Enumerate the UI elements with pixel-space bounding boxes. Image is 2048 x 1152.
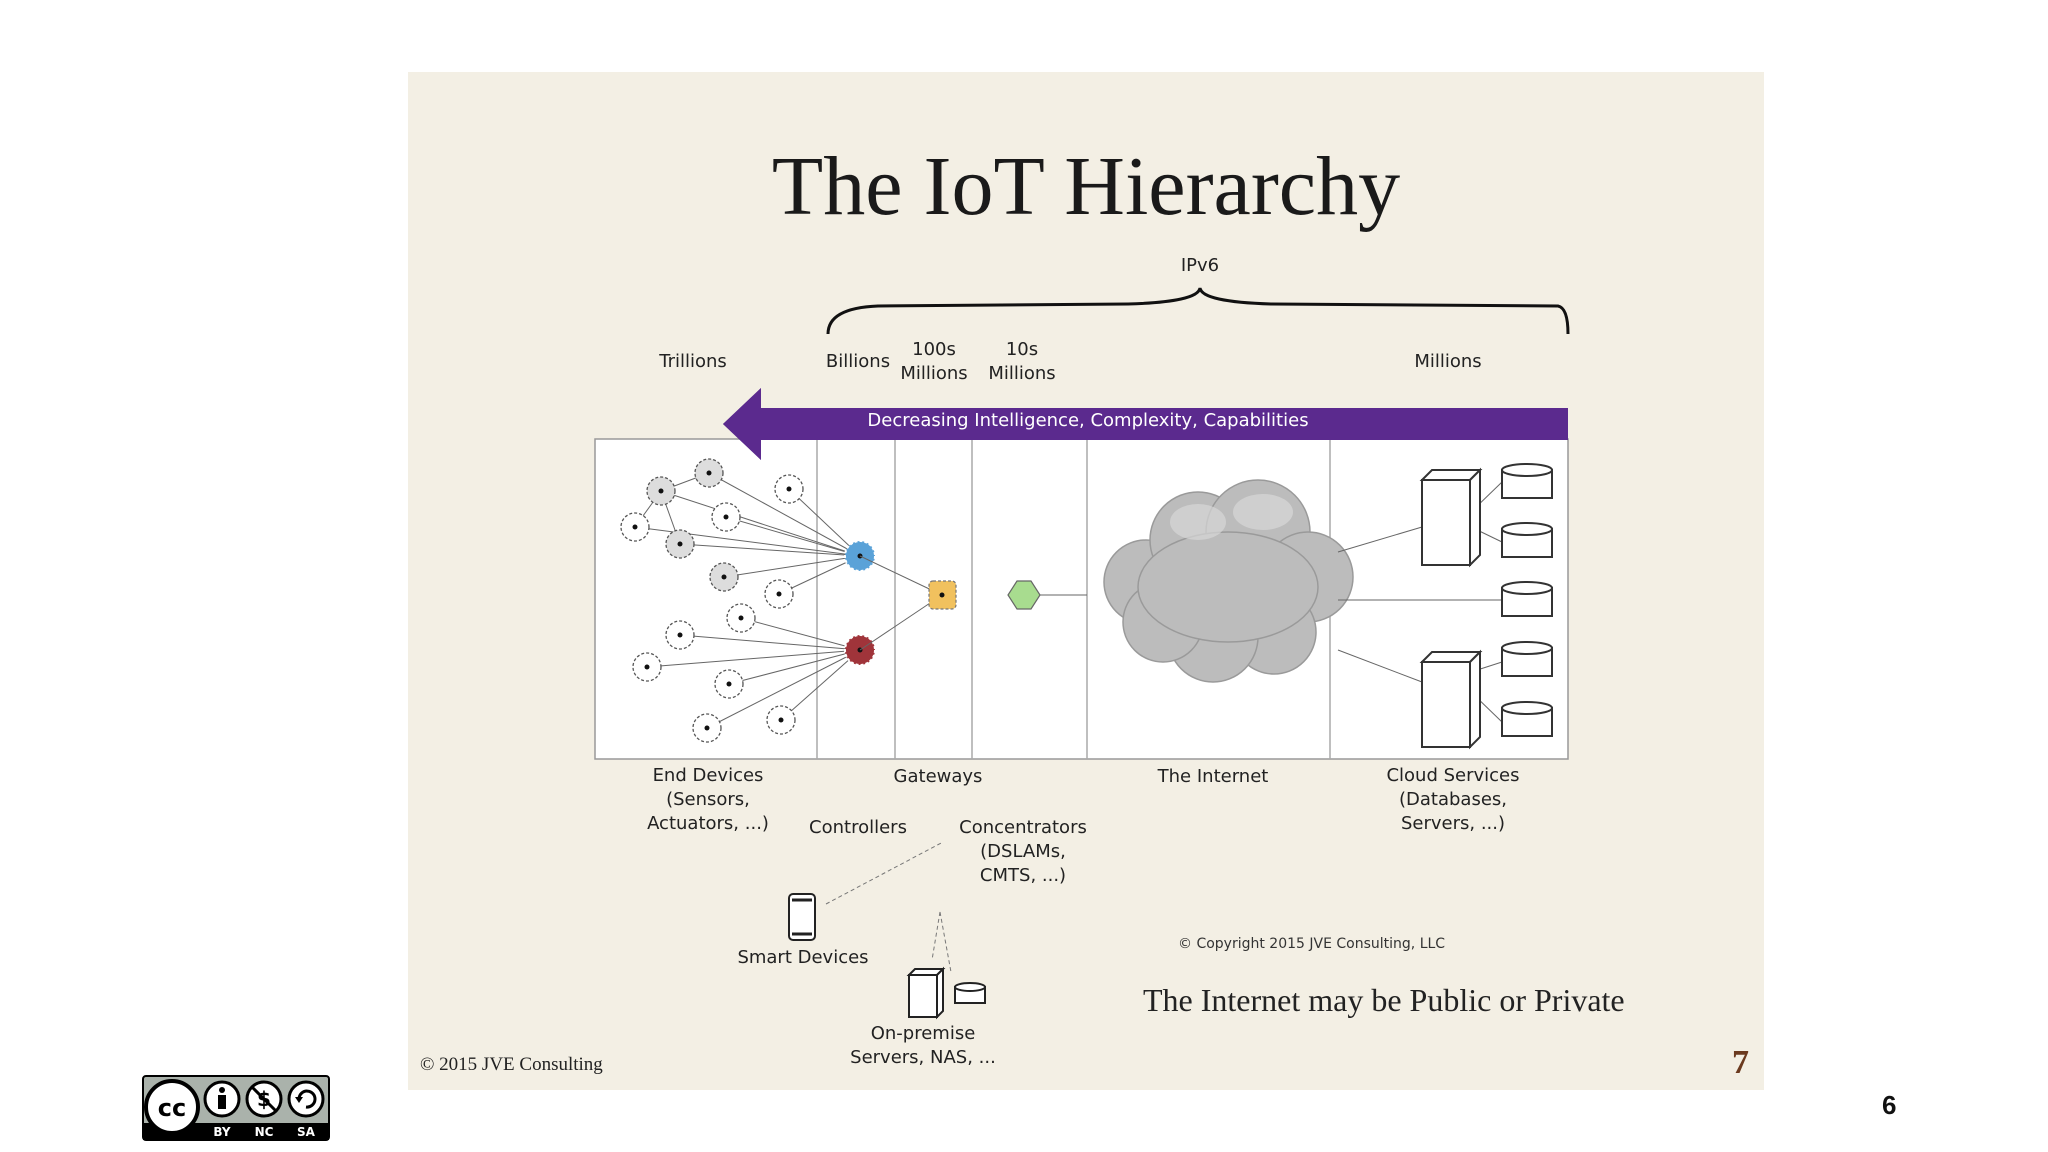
smart-device-icon	[788, 893, 816, 941]
ipv6-brace	[826, 287, 1570, 335]
svg-text:NC: NC	[255, 1125, 274, 1139]
cc-license-badge: cc $ BY NC SA	[142, 1075, 330, 1141]
scale-label-billions: Billions	[825, 351, 891, 372]
copyright-small: © Copyright 2015 JVE Consulting, LLC	[1178, 936, 1446, 952]
ipv6-label: IPv6	[1180, 255, 1220, 276]
scale-label-100s-millions: 100s Millions	[900, 339, 968, 384]
diagram-frame	[594, 438, 1569, 760]
cc-icon	[144, 1079, 200, 1135]
scale-label-millions: Millions	[1414, 351, 1482, 372]
concentrator-node	[1007, 580, 1041, 610]
label-cloud-services: Cloud Services (Databases, Servers, ...)	[1386, 765, 1520, 834]
svg-text:cc: cc	[158, 1094, 186, 1122]
svg-text:BY: BY	[213, 1125, 230, 1139]
svg-text:SA: SA	[297, 1125, 316, 1139]
public-private-note: The Internet may be Public or Private	[1143, 982, 1625, 1018]
label-concentrators: Concentrators (DSLAMs, CMTS, ...)	[959, 817, 1087, 886]
slide-title: The IoT Hierarchy	[771, 140, 1401, 233]
share-alike-icon	[287, 1080, 325, 1118]
copyright-left: © 2015 JVE Consulting	[420, 1054, 603, 1075]
on-premise-server-icon	[906, 966, 986, 1020]
cloud-databases	[1501, 463, 1553, 737]
scale-label-trillions: Trillions	[659, 351, 727, 372]
end-device-dots	[632, 470, 792, 731]
intelligence-arrow	[723, 388, 1568, 460]
slide: The IoT Hierarchy	[408, 72, 1764, 1090]
label-gateways: Gateways	[893, 766, 983, 787]
scale-label-10s-millions: 10s Millions	[988, 339, 1056, 384]
iot-hierarchy-diagram	[594, 287, 1570, 1020]
label-controllers: Controllers	[809, 817, 907, 838]
label-internet: The Internet	[1157, 766, 1269, 787]
page-number: 6	[1882, 1090, 1897, 1120]
label-smart-devices: Smart Devices	[737, 947, 869, 968]
cloud-servers	[1419, 467, 1483, 750]
label-on-premise: On-premise Servers, NAS, ...	[850, 1023, 996, 1068]
arrow-text: Decreasing Intelligence, Complexity, Cap…	[867, 410, 1309, 431]
slide-number: 7	[1732, 1044, 1749, 1081]
label-end-devices: End Devices (Sensors, Actuators, ...)	[647, 765, 769, 834]
